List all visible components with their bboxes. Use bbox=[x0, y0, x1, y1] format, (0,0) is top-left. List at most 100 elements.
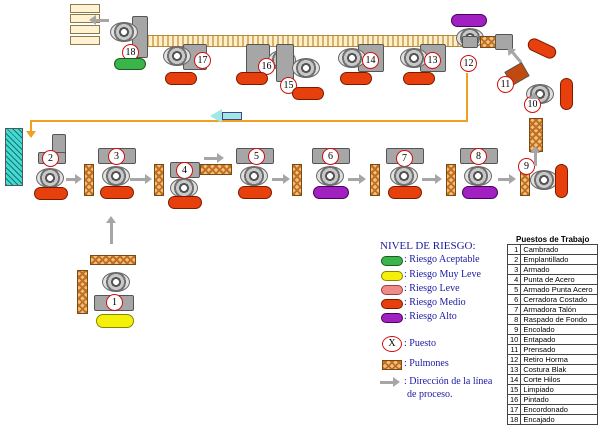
output-stack-box bbox=[70, 25, 100, 34]
risk-badge-2 bbox=[34, 187, 68, 200]
operator-icon bbox=[464, 166, 492, 186]
return-line-horizontal bbox=[30, 120, 468, 122]
legend-swatch-muy-leve bbox=[381, 271, 403, 281]
operator-icon bbox=[110, 22, 138, 42]
table-cell-label: Pintado bbox=[520, 394, 599, 405]
table-cell-label: Raspado de Fondo bbox=[520, 314, 599, 325]
flow-arrow-up bbox=[106, 216, 116, 244]
station-number-8: 8 bbox=[470, 148, 487, 165]
risk-badge-15 bbox=[292, 87, 324, 100]
table-cell-label: Punta de Acero bbox=[520, 274, 599, 285]
legend-swatch-aceptable bbox=[381, 256, 403, 266]
risk-badge-5 bbox=[238, 186, 272, 199]
legend-label-alto: : Riesgo Alto bbox=[404, 311, 457, 322]
table-cell-number: 1 bbox=[506, 244, 522, 255]
buffer-pulmon bbox=[480, 36, 496, 48]
operator-icon bbox=[163, 46, 191, 66]
table-cell-label: Cambrado bbox=[520, 244, 599, 255]
risk-badge-7 bbox=[388, 186, 422, 199]
operator-icon bbox=[36, 168, 64, 188]
station-number-5: 5 bbox=[248, 148, 265, 165]
cyan-arrow-head bbox=[210, 109, 222, 123]
buffer-pulmon bbox=[200, 164, 232, 175]
station-number-12: 12 bbox=[460, 55, 477, 72]
station-number-13: 13 bbox=[424, 52, 441, 69]
table-cell-label: Emplantillado bbox=[520, 254, 599, 265]
legend-label-pulmones: : Pulmones bbox=[404, 358, 449, 369]
legend-swatch-alto bbox=[381, 313, 403, 323]
legend-swatch-leve bbox=[381, 285, 403, 295]
return-line-down bbox=[30, 120, 32, 132]
risk-badge-12b bbox=[525, 36, 559, 61]
legend-title: NIVEL DE RIESGO: bbox=[380, 240, 476, 252]
flow-arrow-left bbox=[89, 15, 109, 25]
buffer-pulmon bbox=[292, 164, 302, 196]
risk-badge-6 bbox=[313, 186, 349, 199]
output-stack-box bbox=[70, 36, 100, 45]
table-cell-label: Armado Punta Acero bbox=[520, 284, 599, 295]
table-cell-label: Cerradora Costado bbox=[520, 294, 599, 305]
table-cell-number: 12 bbox=[506, 354, 522, 365]
legend-label-direccion-2: de proceso. bbox=[407, 389, 453, 400]
return-arrow-head bbox=[26, 131, 36, 138]
station-number-1: 1 bbox=[106, 294, 123, 311]
legend-pulmon-swatch bbox=[382, 360, 402, 370]
flow-arrow-right bbox=[130, 174, 152, 184]
flow-arrow-right bbox=[498, 174, 516, 184]
cyan-direction-arrow bbox=[222, 112, 242, 120]
table-cell-number: 18 bbox=[506, 414, 522, 425]
buffer-pulmon bbox=[154, 164, 164, 196]
table-cell-number: 14 bbox=[506, 374, 522, 385]
operator-icon bbox=[292, 58, 320, 78]
flow-arrow-right bbox=[348, 174, 366, 184]
output-stack-box bbox=[70, 14, 100, 23]
station-number-6: 6 bbox=[322, 148, 339, 165]
table-cell-label: Encolado bbox=[520, 324, 599, 335]
risk-badge-14 bbox=[340, 72, 372, 85]
return-line-vertical bbox=[466, 73, 468, 121]
table-cell-label: Entapado bbox=[520, 334, 599, 345]
flow-arrow-right bbox=[272, 174, 290, 184]
operator-icon bbox=[102, 166, 130, 186]
buffer-pulmon bbox=[90, 255, 136, 265]
legend-label-direccion: : Dirección de la línea bbox=[404, 376, 493, 387]
station-number-3: 3 bbox=[108, 148, 125, 165]
station-number-17: 17 bbox=[194, 52, 211, 69]
legend-label-medio: : Riesgo Medio bbox=[404, 297, 466, 308]
buffer-pulmon bbox=[84, 164, 94, 196]
table-cell-number: 5 bbox=[506, 284, 522, 295]
table-cell-number: 4 bbox=[506, 274, 522, 285]
risk-badge-8 bbox=[462, 186, 498, 199]
machine-station-15 bbox=[276, 44, 294, 82]
risk-badge-10 bbox=[560, 78, 573, 110]
flow-arrow-right bbox=[66, 174, 82, 184]
table-cell-number: 11 bbox=[506, 344, 522, 355]
table-cell-label: Armado bbox=[520, 264, 599, 275]
buffer-pulmon-vertical bbox=[77, 270, 88, 314]
risk-badge-16 bbox=[236, 72, 268, 85]
table-cell-number: 3 bbox=[506, 264, 522, 275]
table-cell-number: 6 bbox=[506, 294, 522, 305]
legend-direction-arrow bbox=[380, 377, 400, 387]
table-cell-label: Encajado bbox=[520, 414, 599, 425]
station-number-4: 4 bbox=[176, 162, 193, 179]
station-number-14: 14 bbox=[362, 52, 379, 69]
operator-icon bbox=[240, 166, 268, 186]
operator-icon bbox=[390, 166, 418, 186]
table-cell-label: Encordonado bbox=[520, 404, 599, 415]
machine-station-12 bbox=[462, 36, 478, 48]
risk-badge-17 bbox=[165, 72, 197, 85]
